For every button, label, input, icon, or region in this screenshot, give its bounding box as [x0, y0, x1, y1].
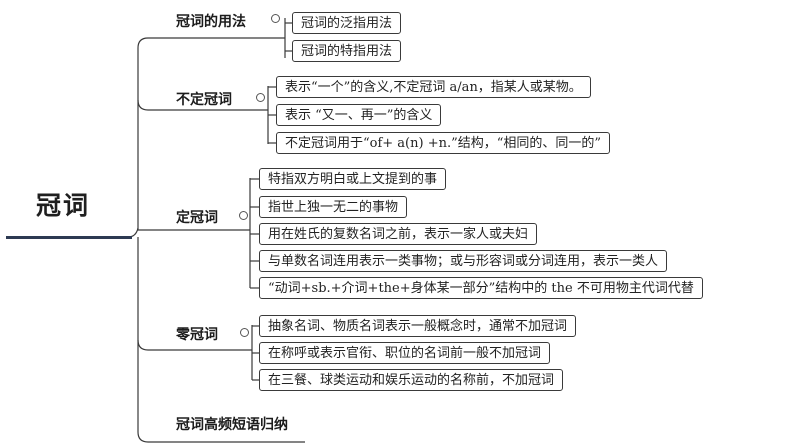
connector-root-b4	[137, 340, 305, 443]
root-underline	[6, 236, 132, 239]
branch-usage[interactable]: 冠词的用法	[176, 14, 246, 30]
leaf-usage-2[interactable]: 冠词的特指用法	[292, 40, 402, 62]
connector-root-b1	[137, 99, 268, 111]
leaf-definite-2[interactable]: 指世上独一无二的事物	[259, 196, 408, 218]
branch-zero-article[interactable]: 零冠词	[176, 327, 218, 343]
branch-definite-article[interactable]: 定冠词	[176, 210, 218, 226]
leaf-zero-2[interactable]: 在称呼或表示官衔、职位的名词前一般不加冠词	[259, 342, 551, 364]
leaf-indefinite-1[interactable]: 表示“一个”的含义,不定冠词 a/an，指某人或某物。	[276, 76, 591, 98]
leaf-definite-1[interactable]: 特指双方明白或上文提到的事	[259, 168, 447, 190]
collapse-toggle-icon[interactable]	[271, 14, 280, 23]
root-label: 冠词	[36, 191, 91, 220]
branch-phrases[interactable]: 冠词高频短语归纳	[176, 417, 288, 433]
connector-root-b2	[137, 228, 250, 231]
leaf-definite-3[interactable]: 用在姓氏的复数名词之前，表示一家人或夫妇	[259, 223, 538, 245]
leaf-zero-3[interactable]: 在三餐、球类运动和娱乐运动的名称前，不加冠词	[259, 369, 564, 391]
collapse-toggle-icon[interactable]	[239, 211, 248, 220]
branch-indefinite-article[interactable]: 不定冠词	[176, 92, 232, 108]
leaf-indefinite-2[interactable]: 表示 “又一、再一”的含义	[276, 104, 442, 126]
collapse-toggle-icon[interactable]	[256, 93, 265, 102]
leaf-indefinite-3[interactable]: 不定冠词用于“of+ a(n) +n.”结构，“相同的、同一的”	[276, 132, 611, 154]
leaf-definite-4[interactable]: 与单数名词连用表示一类事物；或与形容词或分词连用，表示一类人	[259, 250, 668, 272]
leaf-zero-1[interactable]: 抽象名词、物质名词表示一般概念时，通常不加冠词	[259, 315, 577, 337]
collapse-toggle-icon[interactable]	[240, 328, 249, 337]
leaf-usage-1[interactable]: 冠词的泛指用法	[292, 12, 402, 34]
root-node[interactable]: 冠词	[6, 186, 132, 239]
connector-root-b0	[127, 37, 285, 238]
leaf-definite-5[interactable]: “动词+sb.+介词+the+身体某一部分”结构中的 the 不可用物主代词代替	[259, 277, 703, 299]
